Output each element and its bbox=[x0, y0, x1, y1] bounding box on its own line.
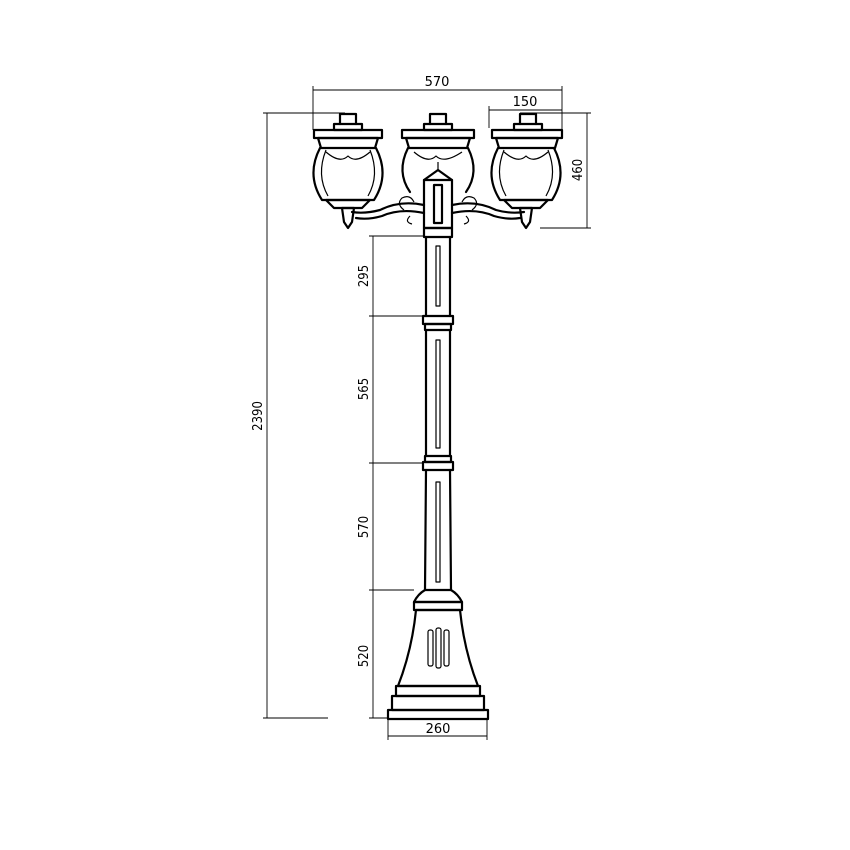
dim-head-height: 460 bbox=[571, 159, 586, 181]
dim-seg-top: 295 bbox=[357, 265, 372, 287]
lantern-right bbox=[490, 112, 564, 230]
dimension-lines bbox=[263, 86, 591, 740]
dim-seg-lower: 570 bbox=[357, 516, 372, 538]
lantern-left bbox=[312, 112, 384, 230]
dim-seg-base: 520 bbox=[357, 645, 372, 667]
dim-total-width: 570 bbox=[425, 75, 450, 90]
dim-total-height: 2390 bbox=[251, 401, 266, 431]
lantern-center bbox=[400, 112, 476, 194]
lamp-pole bbox=[386, 162, 490, 721]
dim-seg-upper: 565 bbox=[357, 378, 372, 400]
dim-base-width: 260 bbox=[426, 722, 451, 737]
lamp-arms bbox=[350, 196, 526, 225]
dim-head-offset: 150 bbox=[513, 95, 538, 110]
